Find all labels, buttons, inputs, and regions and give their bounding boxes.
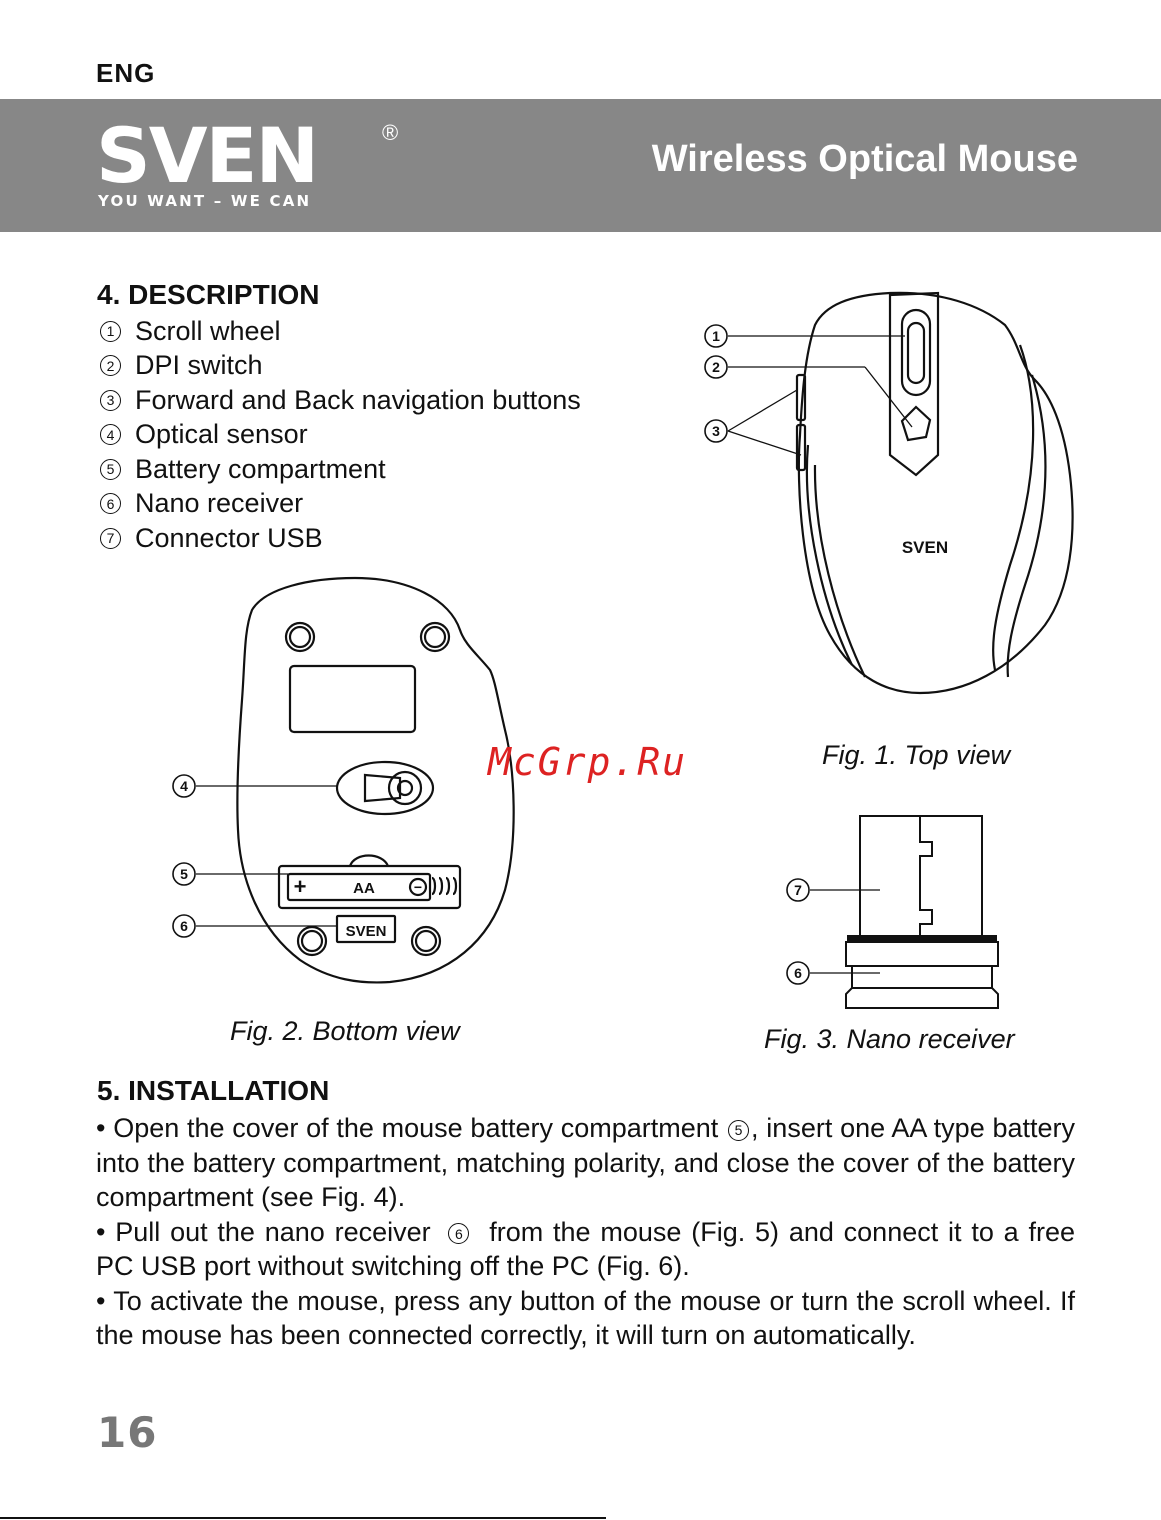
brand-logo: SVEN [96,111,319,200]
header-banner [0,99,1161,232]
mouse-top-logo: SVEN [902,538,948,557]
callout-1-label: 1 [712,328,720,344]
footer-rule [0,1517,606,1519]
callout-3-label: 3 [712,423,720,439]
callout-5-label: 5 [180,866,188,882]
inline-callout: 5 [728,1119,750,1141]
product-title: Wireless Optical Mouse [651,138,1078,180]
list-item: 4 Optical sensor [100,418,581,453]
callout-6b-label: 6 [794,965,802,981]
page-number: 16 [97,1408,158,1457]
list-item: 2 DPI switch [100,349,581,384]
paragraph: • To activate the mouse, press any butto… [96,1285,1075,1351]
inline-callout: 6 [448,1223,470,1245]
callout-number: 2 [100,355,121,377]
registered-mark: ® [382,120,399,145]
list-item: 7 Connector USB [100,521,581,556]
description-heading: 4. DESCRIPTION [97,279,320,310]
battery-plus-label: + [294,874,307,899]
list-item: 5 Battery compartment [100,452,581,487]
mouse-top-view-illustration: SVEN 1 2 3 [704,291,1074,695]
callout-number: 4 [100,424,121,446]
watermark: McGrp.Ru [488,740,688,784]
description-list: 1 Scroll wheel 2 DPI switch 3 Forward and B… [100,314,581,556]
fig3-caption: Fig. 3. Nano receiver [764,1024,1015,1054]
language-label: ENG [96,58,156,88]
item-label: Scroll wheel [135,315,281,346]
callout-number: 3 [100,389,121,411]
callout-2-label: 2 [712,359,720,375]
callout-number: 7 [100,527,121,549]
mouse-bottom-view-illustration: + − AA SVEN 4 5 6 [172,576,515,984]
paragraph: • Open the cover of the mouse battery co… [96,1113,1076,1212]
mouse-bottom-logo: SVEN [346,923,387,940]
item-label: Forward and Back navigation buttons [135,384,581,415]
callout-6-label: 6 [180,918,188,934]
fig1-caption: Fig. 1. Top view [822,740,1011,770]
installation-text: • Open the cover of the mouse battery co… [96,1111,1075,1353]
paragraph: • Pull out the nano receiver 6 from the … [96,1216,1075,1282]
installation-heading: 5. INSTALLATION [97,1075,330,1106]
callout-4-label: 4 [180,778,188,794]
item-label: Connector USB [135,522,323,553]
list-item: 6 Nano receiver [100,487,581,522]
brand-tagline: YOU WANT – WE CAN [98,192,312,210]
battery-minus-label: − [414,879,422,895]
item-label: Optical sensor [135,419,308,450]
item-label: DPI switch [135,350,263,381]
callout-number: 1 [100,320,121,342]
fig2-caption: Fig. 2. Bottom view [230,1016,460,1046]
list-item: 1 Scroll wheel [100,314,581,349]
callout-number: 5 [100,458,121,480]
battery-type-label: AA [353,880,375,897]
list-item: 3 Forward and Back navigation buttons [100,383,581,418]
item-label: Nano receiver [135,488,304,519]
item-label: Battery compartment [135,453,386,484]
nano-receiver-illustration: 7 6 [786,815,999,1009]
callout-number: 6 [100,493,121,515]
callout-7-label: 7 [794,882,802,898]
